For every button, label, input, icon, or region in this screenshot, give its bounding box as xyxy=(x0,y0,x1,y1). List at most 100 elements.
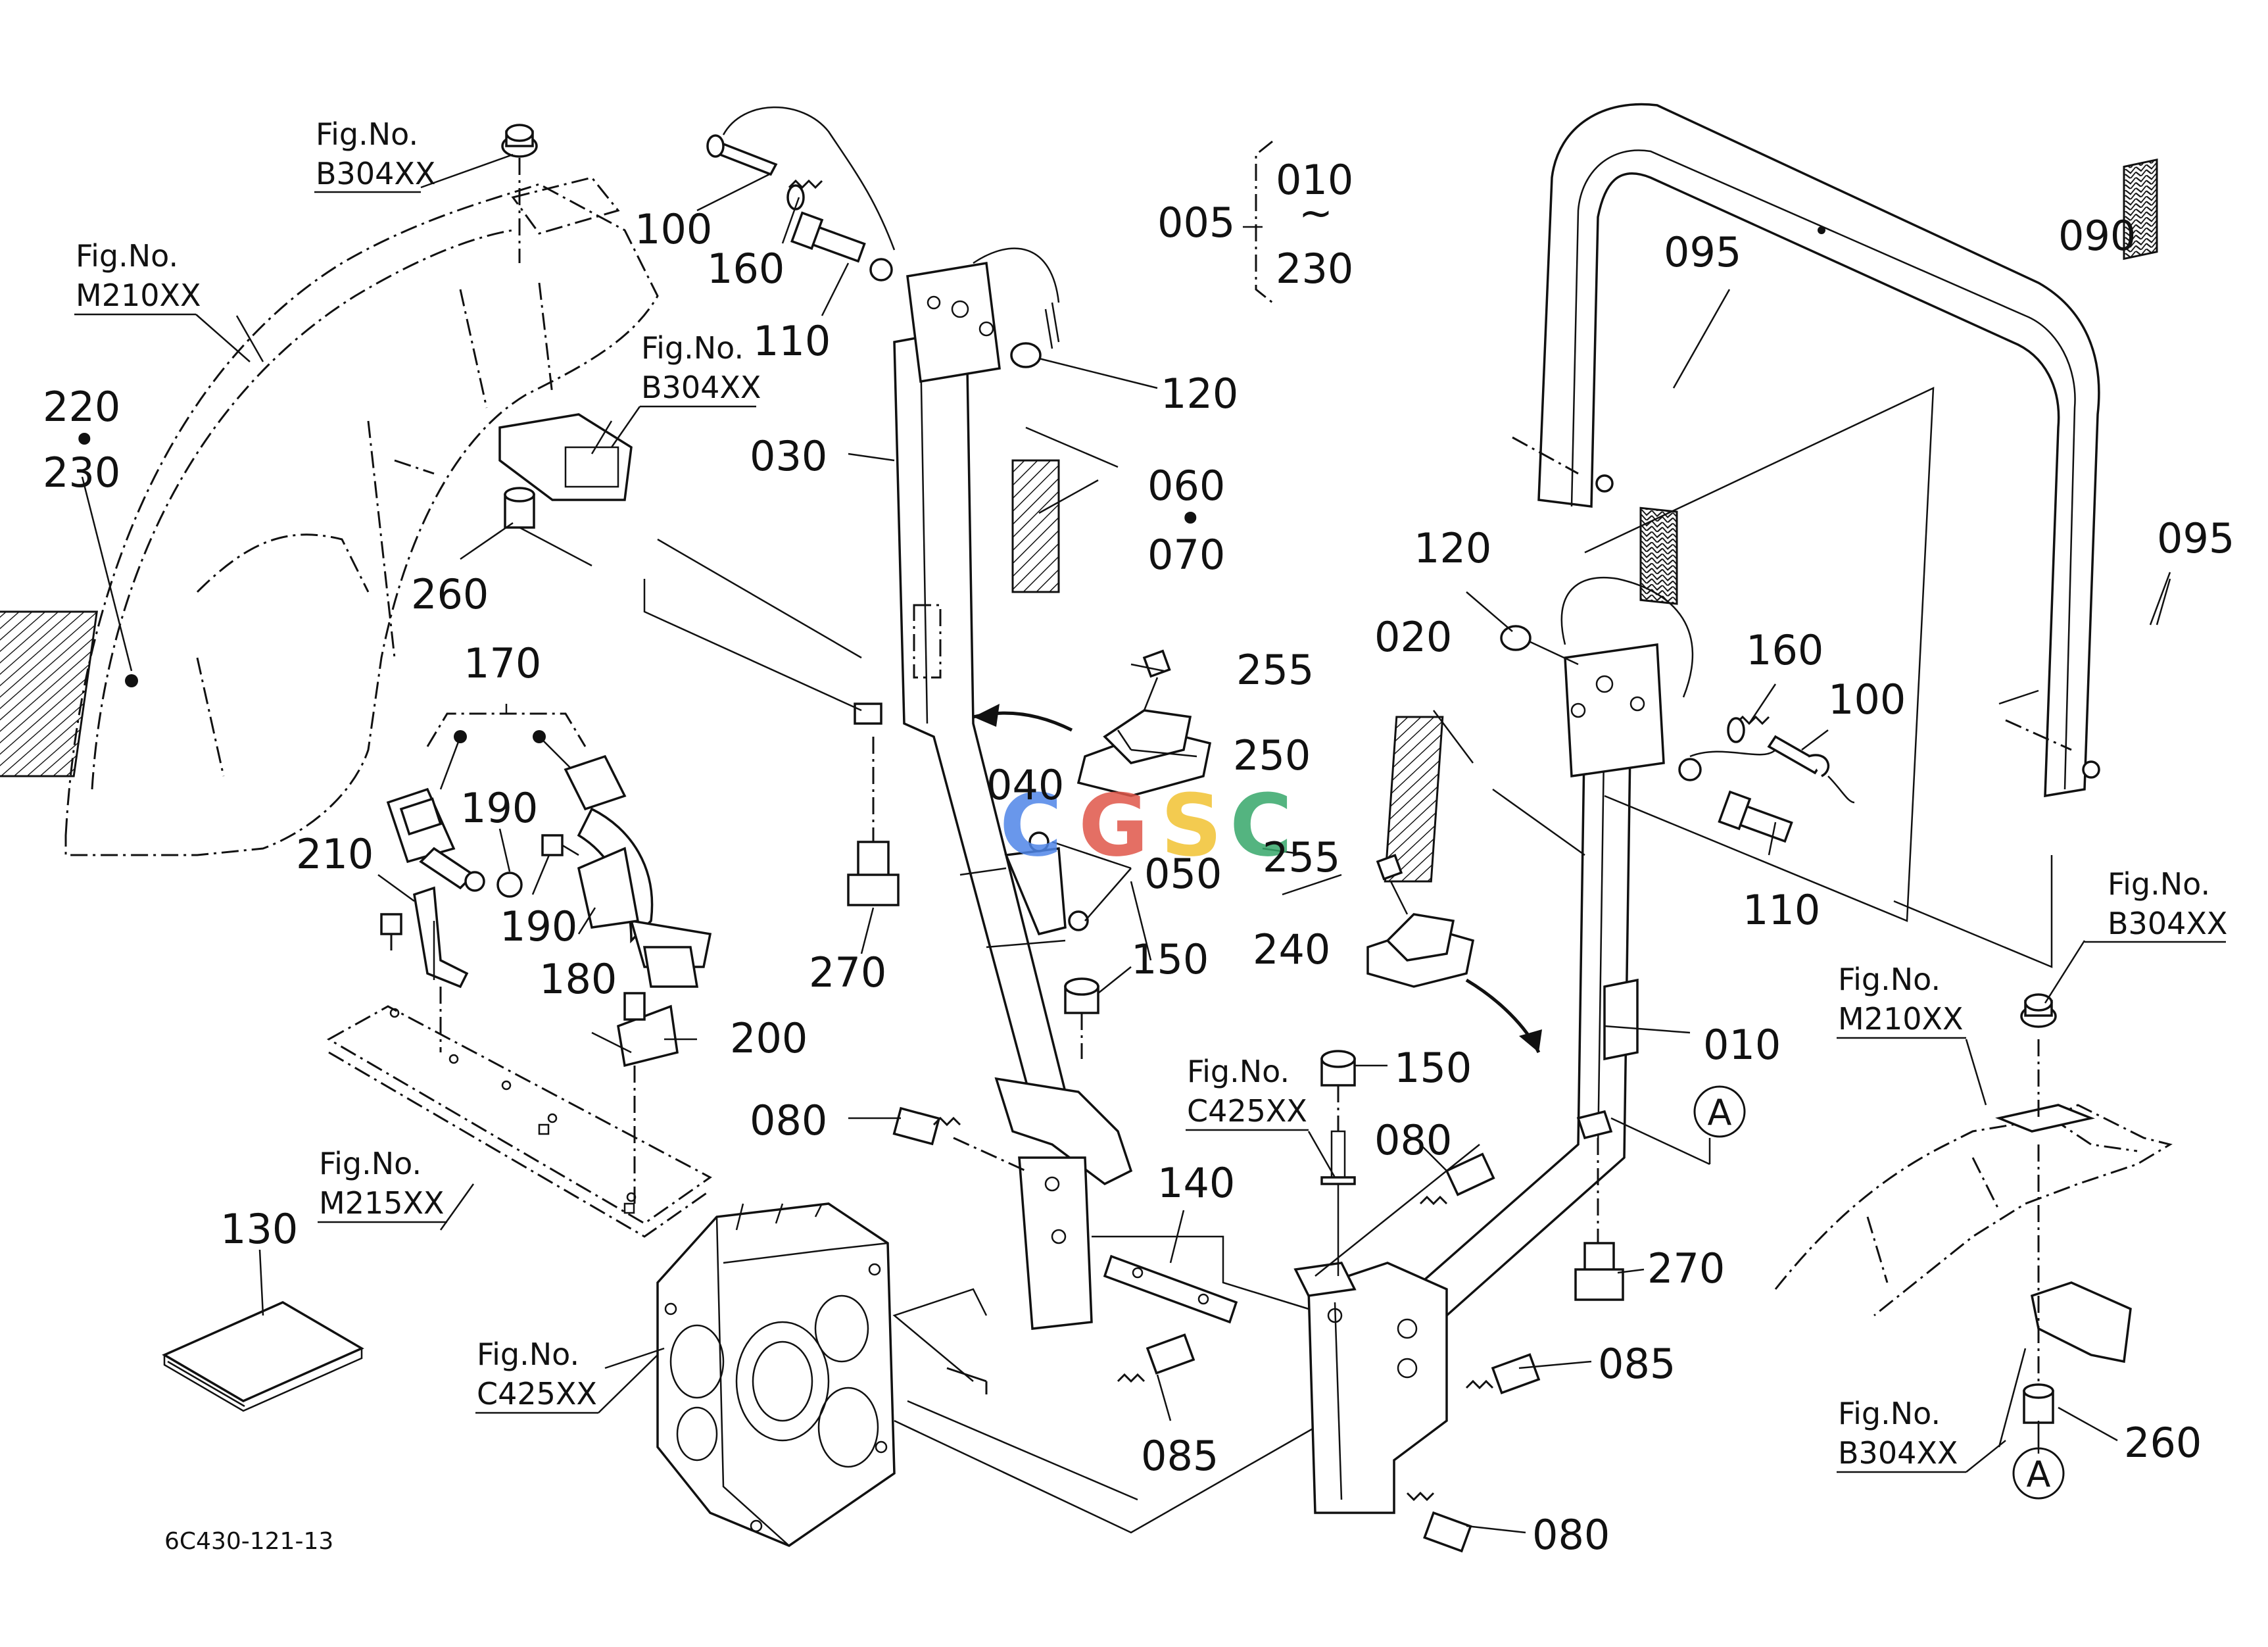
figref-line1: Fig.No. xyxy=(1838,1396,1941,1431)
bolt-080-right-lower xyxy=(1406,1491,1472,1553)
bolt-085-left xyxy=(1117,1333,1195,1383)
part-label: 110 xyxy=(753,317,831,365)
rops-post-right xyxy=(1293,643,1665,1514)
part-label: 085 xyxy=(1141,1432,1218,1480)
spring-160-right xyxy=(1727,715,1770,743)
figref-m210-right: Fig.No. M210XX xyxy=(1837,962,1966,1039)
figref-line2: M210XX xyxy=(76,278,201,313)
watermark-letter-g: G xyxy=(1078,775,1149,875)
figref-line2: B304XX xyxy=(316,156,435,191)
part-label: 170 xyxy=(464,639,541,687)
figref-m215: Fig.No. M215XX xyxy=(318,1146,447,1223)
screw-150-left xyxy=(1064,977,1099,1059)
part-label: 270 xyxy=(809,948,886,996)
plate-140 xyxy=(1103,1254,1238,1324)
figref-line1: Fig.No. xyxy=(319,1146,422,1181)
bracket-210 xyxy=(380,886,469,989)
figref-b304-mid-left: Fig.No. B304XX xyxy=(610,330,761,448)
figref-c425-mid: Fig.No. C425XX xyxy=(1186,1054,1309,1131)
figref-line1: Fig.No. xyxy=(1187,1054,1290,1089)
left-fender-phantom xyxy=(0,183,659,856)
watermark: C G S C xyxy=(1000,775,1292,875)
part-label: • xyxy=(1178,495,1203,543)
part-label: 080 xyxy=(750,1096,827,1144)
figref-line1: Fig.No. xyxy=(316,116,418,152)
callout-a-label-2: A xyxy=(2027,1454,2051,1495)
part-label: 110 xyxy=(1743,886,1820,934)
collar-270-right xyxy=(1574,1110,1710,1301)
callout-a-label: A xyxy=(1708,1092,1732,1133)
part-label: 100 xyxy=(635,205,712,253)
figref-m210-left: Fig.No. M210XX xyxy=(74,238,251,362)
operator-manual-130 xyxy=(162,1301,364,1412)
part-label: 240 xyxy=(1253,925,1330,973)
part-label: 160 xyxy=(1746,626,1823,674)
figref-line2: C425XX xyxy=(1187,1093,1307,1129)
part-label: 260 xyxy=(411,570,489,618)
part-label: 095 xyxy=(1664,228,1741,276)
collar-260-left xyxy=(504,487,592,567)
rubber-250 xyxy=(1076,649,1212,797)
part-label: 220 xyxy=(43,383,120,431)
part-label: 130 xyxy=(220,1205,298,1253)
part-label: 150 xyxy=(1131,935,1209,983)
part-label: 160 xyxy=(707,245,784,293)
bracket-200 xyxy=(439,987,679,1204)
part-label: 060 xyxy=(1147,462,1225,510)
figref-line1: Fig.No. xyxy=(76,238,178,274)
bolt-110-left xyxy=(790,211,893,282)
collar-270-left xyxy=(847,702,900,906)
nut-120-left xyxy=(1010,342,1042,368)
seat-belt-bracket-170 xyxy=(386,704,712,988)
figref-b304-top-left: Fig.No. B304XX xyxy=(314,116,435,193)
part-label: 140 xyxy=(1157,1159,1235,1207)
part-label: 010 xyxy=(1703,1021,1781,1069)
figref-line2: M210XX xyxy=(1838,1001,1964,1037)
leader-lines xyxy=(81,140,2171,1534)
figref-line1: Fig.No. xyxy=(2108,866,2210,902)
part-label: 255 xyxy=(1263,833,1340,881)
nut-120-right xyxy=(1500,625,1579,666)
part-label: 190 xyxy=(500,902,577,950)
part-label: • xyxy=(72,416,97,464)
part-label: 260 xyxy=(2124,1419,2202,1467)
figref-line2: C425XX xyxy=(477,1376,597,1412)
part-label: 070 xyxy=(1147,531,1225,579)
nut-b304-right xyxy=(2020,993,2057,1028)
pin-100-left xyxy=(706,106,1060,349)
figref-b304-right-bottom: Fig.No. B304XX xyxy=(1837,1396,2006,1473)
watermark-letter-c: C xyxy=(1000,775,1062,875)
part-labels: 005 010 ~ 230 010 020 030 040 050 060 • … xyxy=(43,156,2234,1559)
part-label: 090 xyxy=(2058,212,2136,260)
bracket-040 xyxy=(959,831,1132,948)
figref-line2: B304XX xyxy=(1838,1435,1958,1471)
figref-c425-lower: Fig.No. C425XX xyxy=(475,1337,658,1414)
bolt-080-left xyxy=(892,1106,1026,1172)
callout-a-lower: A xyxy=(2012,1447,2065,1500)
bolt-110-right xyxy=(1678,758,1793,843)
part-label: 230 xyxy=(1276,245,1353,293)
leader-lines-transmission xyxy=(643,538,1316,1534)
part-label: 080 xyxy=(1532,1511,1610,1559)
bracket-b304-right xyxy=(2023,1144,2132,1454)
part-label: 030 xyxy=(750,432,827,480)
watermark-letter-s: S xyxy=(1161,775,1222,875)
transmission-case-c425 xyxy=(656,1202,896,1547)
nut-b304 xyxy=(501,124,538,263)
pin-100-right xyxy=(1560,576,1855,804)
part-label: 200 xyxy=(730,1014,808,1062)
right-fender-phantom xyxy=(1774,1039,2173,1317)
drawing-number: 6C430-121-13 xyxy=(164,1528,333,1555)
bolt-080-right-upper xyxy=(1419,1152,1495,1206)
figref-b304-right-top: Fig.No. B304XX xyxy=(2085,866,2227,943)
part-label: 210 xyxy=(296,830,374,878)
figref-line1: Fig.No. xyxy=(1838,962,1941,997)
screw-150-right xyxy=(1320,1050,1356,1276)
rotation-arrows xyxy=(973,704,1542,1054)
fender-bracket-upper xyxy=(498,176,633,501)
part-label: 100 xyxy=(1828,676,1906,724)
rops-frame-090 xyxy=(1512,103,2171,968)
part-label: 085 xyxy=(1598,1340,1676,1388)
part-label: 040 xyxy=(986,761,1064,809)
